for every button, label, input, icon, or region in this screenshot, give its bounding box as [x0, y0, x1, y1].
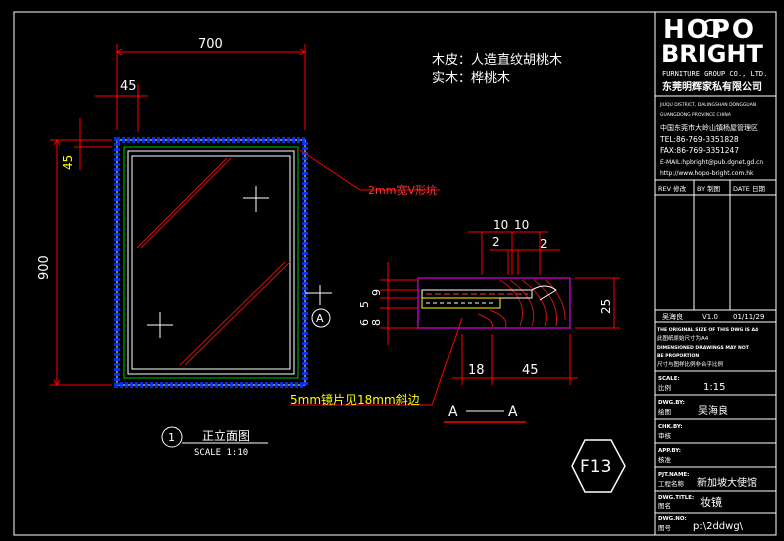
- app-by-cn: 核准: [658, 455, 672, 464]
- note1-cn: 此图纸原始尺寸为A4: [657, 334, 709, 342]
- sheet-hexagon-icon: [571, 439, 626, 493]
- detail-dim-left-3: 8: [370, 319, 383, 326]
- elevation-dimensions: [50, 44, 463, 406]
- addr-en1: JIUQU DISTRICT, DALINGSHAN DONGGUAN: [659, 102, 756, 108]
- scale-label-cn: 比例: [658, 383, 671, 392]
- dim-frame: 45: [120, 79, 137, 94]
- rev-version: V1.0: [702, 313, 718, 321]
- material-solid: 实木：桦桃木: [432, 71, 510, 86]
- note3: BE PROPORTION: [657, 353, 699, 359]
- scale-value: 1:15: [703, 382, 725, 393]
- rev-header: REV 修改: [658, 184, 687, 193]
- date-header: DATE 日期: [733, 185, 765, 193]
- title-value: 妆镜: [700, 495, 722, 509]
- detail-dim-left-1: 5: [358, 301, 371, 308]
- dim-height: 900: [37, 255, 52, 280]
- dwg-no-en: DWG.NO:: [658, 516, 687, 522]
- dwg-by-en: DWG.BY:: [658, 400, 685, 406]
- web: http://www.hopo-bright.com.hk: [660, 170, 754, 177]
- project-en: PJT.NAME:: [658, 472, 689, 478]
- dim-frame-vertical: 45: [61, 155, 75, 170]
- rev-date: 01/11/29: [733, 313, 764, 321]
- scale-label-en: SCALE:: [658, 376, 680, 382]
- note1: THE ORIGINAL SIZE OF THIS DWG IS A4: [657, 327, 758, 333]
- rev-by: 吴海良: [662, 312, 683, 321]
- light-marker-icon: [147, 186, 269, 338]
- detail-dim-small-2: 2: [540, 237, 548, 251]
- detail-dim-top-2: 10: [514, 218, 529, 232]
- detail-dim-bottom-2: 45: [522, 363, 539, 378]
- dwg-by-value: 吴海良: [698, 404, 728, 417]
- chk-by-en: CHK.BY:: [658, 424, 683, 430]
- detail-dim-bottom-1: 18: [468, 363, 485, 378]
- project-cn: 工程名称: [658, 479, 685, 488]
- detail-dim-left-4: 6: [358, 319, 371, 326]
- detail-dim-small-1: 2: [492, 235, 500, 249]
- addr-cn: 中国东莞市大岭山镇杨屋管理区: [660, 123, 758, 132]
- logo-o-icon: [702, 19, 720, 37]
- mirror-elevation: A: [114, 137, 332, 388]
- callout-groove: 2mm宽V形坑: [368, 183, 437, 197]
- section-label-left: A: [448, 404, 458, 420]
- section-marker: A: [316, 312, 324, 325]
- note2: DIMENSIONED DRAWINGS MAY NOT: [657, 345, 750, 351]
- view-title: 正立面图: [202, 428, 250, 443]
- material-veneer: 木皮：人造直纹胡桃木: [432, 53, 562, 68]
- callout-mirror: 5mm镜片见18mm斜边: [290, 392, 420, 407]
- project-value: 新加坡大使馆: [697, 476, 757, 489]
- fax: FAX:86-769-3351247: [660, 146, 739, 155]
- section-label-right: A: [508, 404, 518, 420]
- title-en: DWG.TITLE:: [658, 495, 694, 501]
- sheet-id: F13: [580, 457, 611, 477]
- dwg-by-cn: 绘图: [658, 407, 671, 416]
- title-cn: 图名: [658, 501, 671, 510]
- company-en: FURNITURE GROUP CO., LTD.: [662, 70, 767, 78]
- detail-dim-left-2: 9: [370, 289, 383, 296]
- dwg-no-cn: 图号: [658, 524, 672, 532]
- company-cn: 东莞明辉家私有限公司: [662, 80, 762, 93]
- email: E-MAIL:hpbright@pub.dgnet.gd.cn: [660, 159, 763, 166]
- by-header: BY 制图: [697, 184, 720, 193]
- detail-dim-top-1: 10: [493, 218, 508, 232]
- dwg-no-value: p:\2ddwg\: [693, 521, 744, 532]
- app-by-en: APP.BY:: [658, 448, 681, 454]
- note3-cn: 尺寸与图样比例非合乎比例: [657, 360, 724, 368]
- view-scale: SCALE 1:10: [194, 448, 248, 458]
- view-number: 1: [168, 431, 175, 444]
- chk-by-cn: 审核: [658, 431, 672, 440]
- section-detail: [380, 231, 620, 385]
- addr-en2: GUANGDONG PROVINCE CHINA: [660, 112, 732, 118]
- logo-bright: BRIGHT: [661, 40, 763, 68]
- title-block: HOPO BRIGHT FURNITURE GROUP CO., LTD. 东莞…: [654, 11, 777, 536]
- tel: TEL:86-769-3351828: [659, 135, 739, 144]
- view-number-icon: [161, 426, 183, 448]
- detail-dim-right: 25: [599, 299, 613, 314]
- section-marker-icon: [311, 308, 331, 328]
- dim-width: 700: [198, 37, 223, 52]
